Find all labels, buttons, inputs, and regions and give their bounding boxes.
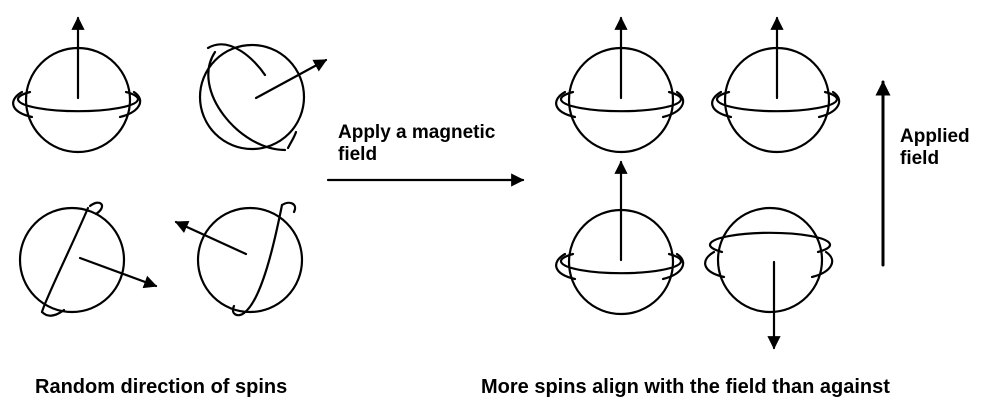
spin-aligned-3 — [555, 160, 685, 316]
apply-label-line2: field — [338, 144, 377, 165]
spin-aligned-2 — [711, 16, 841, 154]
spin-random-2 — [198, 43, 328, 152]
applied-label-line2: field — [900, 148, 939, 169]
spin-random-3 — [18, 201, 158, 317]
caption-right: More spins align with the field than aga… — [481, 376, 890, 398]
spin-aligned-1 — [555, 16, 685, 154]
spin-random-4 — [174, 201, 304, 317]
apply-label-line1: Apply a magnetic — [338, 122, 496, 143]
spin-random-1 — [12, 16, 142, 154]
spin-against-1 — [704, 206, 834, 350]
caption-left: Random direction of spins — [35, 376, 287, 398]
applied-label-line1: Applied — [900, 126, 970, 147]
